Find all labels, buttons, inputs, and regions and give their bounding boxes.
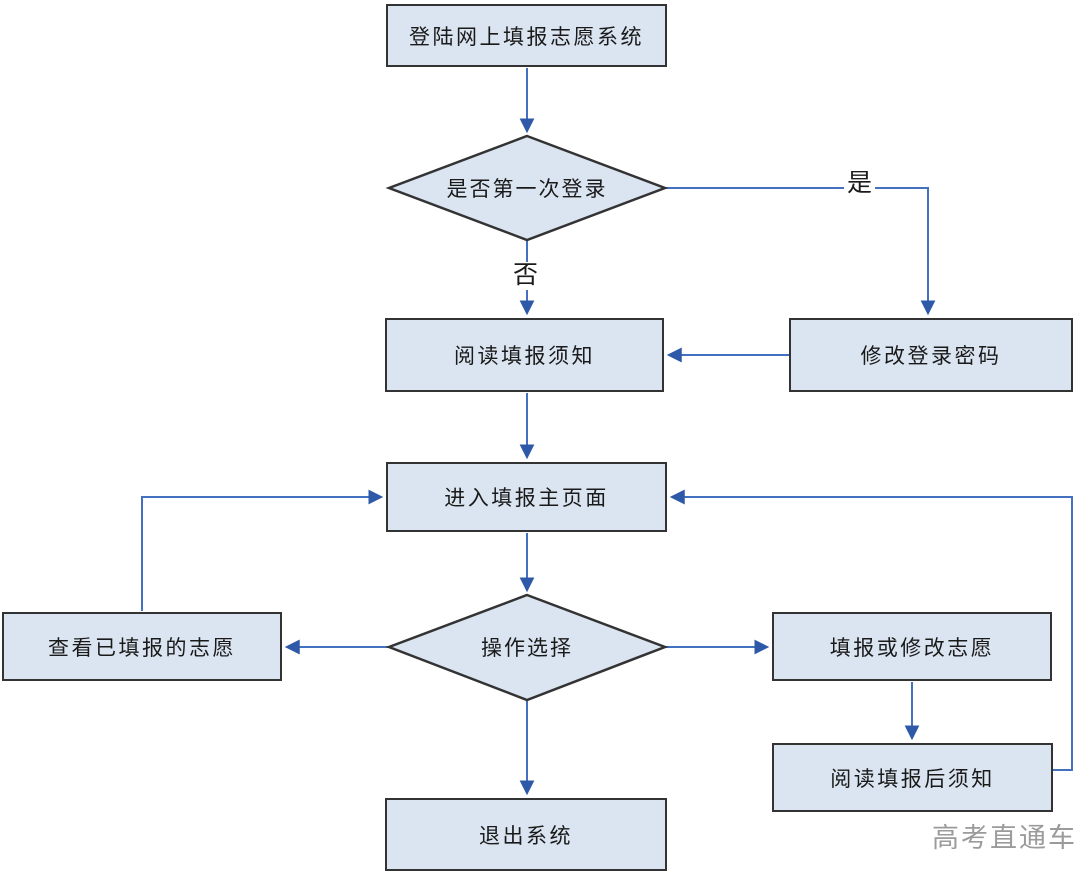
edge-label-no: 否 — [510, 262, 542, 290]
node-read-post-notice: 阅读填报后须知 — [772, 743, 1053, 812]
operation-select-decision-shape — [385, 593, 669, 702]
first-login-decision-label: 是否第一次登录 — [446, 177, 608, 201]
node-view-filled: 查看已填报的志愿 — [2, 612, 282, 681]
edge-view-filled-to-main-page — [141, 489, 384, 611]
first-login-decision-shape — [385, 134, 669, 242]
node-main-page-label: 进入填报主页面 — [444, 486, 609, 510]
operation-select-decision-label: 操作选择 — [481, 636, 573, 660]
node-main-page: 进入填报主页面 — [386, 462, 667, 532]
node-exit-system: 退出系统 — [385, 798, 667, 871]
edge-read-post-notice-to-main-page — [669, 489, 1073, 771]
node-login-system-label: 登陆网上填报志愿系统 — [409, 24, 644, 49]
node-change-password-label: 修改登录密码 — [860, 344, 1002, 368]
node-view-filled-label: 查看已填报的志愿 — [48, 635, 236, 660]
node-change-password: 修改登录密码 — [789, 318, 1073, 392]
node-read-notice: 阅读填报须知 — [385, 318, 664, 392]
node-read-post-notice-label: 阅读填报后须知 — [830, 766, 995, 791]
node-fill-or-modify: 填报或修改志愿 — [772, 612, 1052, 681]
node-login-system: 登陆网上填报志愿系统 — [386, 4, 667, 67]
edge-label-yes: 是 — [844, 170, 876, 198]
edge-first-login-yes-to-change-password — [666, 187, 936, 316]
node-exit-system-label: 退出系统 — [479, 823, 573, 848]
node-fill-or-modify-label: 填报或修改志愿 — [829, 635, 995, 660]
node-read-notice-label: 阅读填报须知 — [454, 344, 595, 368]
watermark: 高考直通车 — [932, 823, 1077, 853]
